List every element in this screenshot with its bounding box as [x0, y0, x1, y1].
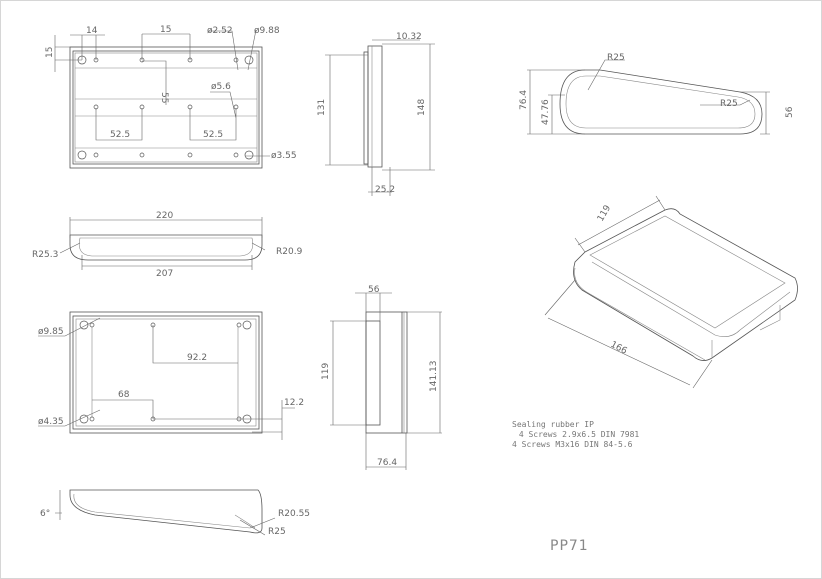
- dim-14: 14: [86, 26, 98, 36]
- dim-92.2: 92.2: [187, 353, 207, 363]
- dim-220: 220: [156, 211, 173, 221]
- isometric-view: 119 166: [544, 195, 798, 389]
- dim-55: 55: [159, 92, 169, 103]
- side-view-bottom: 56 119 141.13 76.4: [321, 285, 442, 470]
- dim-d9.88: ø9.88: [254, 26, 280, 36]
- dim-52.5-right: 52.5: [203, 130, 223, 140]
- slope-view: 6° R20.55 R25: [40, 489, 310, 537]
- dim-R25-top: R25: [607, 53, 625, 63]
- dim-68: 68: [118, 390, 130, 400]
- dim-R20.55: R20.55: [278, 509, 310, 519]
- note-screws-2: 4 Screws M3x16 DIN 84-5.6: [512, 440, 633, 449]
- front-view: 220 R25.3 R20.9 207: [32, 211, 303, 279]
- drawing-title: PP71: [550, 538, 589, 554]
- side-view-top: 10.32 131 148 25.2: [317, 32, 435, 196]
- dim-15-horizontal: 15: [160, 25, 171, 35]
- dim-R25.3: R25.3: [32, 250, 58, 260]
- dim-d9.85: ø9.85: [38, 327, 64, 337]
- dim-119-iso: 119: [596, 203, 613, 223]
- notes: Sealing rubber IP 4 Screws 2.9x6.5 DIN 7…: [512, 420, 639, 449]
- dim-76.4: 76.4: [519, 90, 529, 110]
- dim-10.32: 10.32: [396, 32, 422, 42]
- mounting-holes: [77, 55, 254, 160]
- dim-131: 131: [317, 99, 327, 116]
- profile-view: R25 76.4 47.76 R25 56: [519, 53, 795, 135]
- dim-119: 119: [321, 363, 331, 380]
- note-screws-1: 4 Screws 2.9x6.5 DIN 7981: [514, 430, 639, 439]
- dim-25.2: 25.2: [375, 185, 395, 195]
- dim-d5.6: ø5.6: [211, 82, 231, 92]
- dim-47.76: 47.76: [541, 99, 551, 125]
- dim-6-degrees: 6°: [40, 509, 50, 519]
- dim-52.5-left: 52.5: [110, 130, 130, 140]
- dim-R25-bottom: R25: [720, 99, 738, 109]
- dim-56: 56: [785, 106, 795, 118]
- dim-15-vertical: 15: [45, 47, 55, 58]
- note-sealing: Sealing rubber IP: [512, 420, 594, 429]
- dim-d2.52: ø2.52: [207, 26, 233, 36]
- bottom-view: ø9.85 92.2 68 ø4.35 12.2: [38, 311, 304, 440]
- dim-R25-slope: R25: [268, 527, 286, 537]
- dim-R20.9: R20.9: [276, 247, 303, 257]
- dim-207: 207: [156, 269, 173, 279]
- dim-76.4-bottom: 76.4: [377, 458, 397, 468]
- dim-d3.55: ø3.55: [271, 151, 297, 161]
- dim-166: 166: [609, 340, 629, 357]
- top-view: 14 15 15 ø2.52 ø9.88 55 ø5.6 52.5 52.5 ø…: [45, 25, 297, 169]
- dim-56: 56: [368, 285, 380, 295]
- dim-12.2: 12.2: [284, 398, 304, 408]
- dim-d4.35: ø4.35: [38, 417, 64, 427]
- dim-148: 148: [417, 99, 427, 116]
- dim-141.13: 141.13: [429, 361, 439, 393]
